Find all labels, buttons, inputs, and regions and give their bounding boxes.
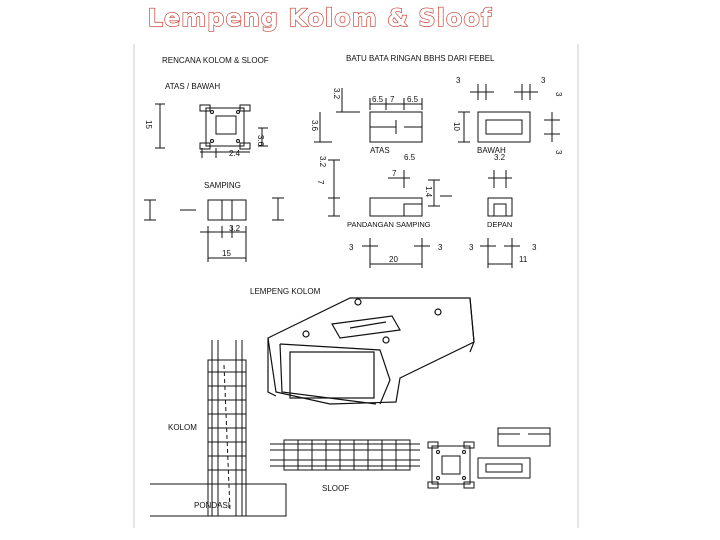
dim-7-vertical: 7: [316, 180, 325, 185]
small-brick-bottom: [477, 457, 531, 479]
dim-3-d: 3: [554, 150, 563, 155]
label-lempeng-kolom: LEMPENG KOLOM: [250, 287, 321, 296]
dim-3-c: 3: [554, 92, 563, 97]
plan-top-view: [155, 103, 268, 158]
brick-depan-view: [480, 170, 520, 268]
label-atas: ATAS: [370, 146, 390, 155]
dim-7-a: 7: [390, 95, 395, 104]
lempeng-3d-block: [267, 297, 475, 405]
dim-20: 20: [389, 255, 398, 264]
pondasi-base: [150, 483, 287, 517]
dim-6-5-side: 6.5: [404, 153, 416, 162]
label-kolom: KOLOM: [168, 423, 197, 432]
dim-3-e: 3: [349, 243, 354, 252]
label-rencana: RENCANA KOLOM & SLOOF: [162, 56, 269, 65]
dim-3-h: 3: [532, 243, 537, 252]
dim-3-2-depan: 3.2: [494, 153, 506, 162]
dim-3-g: 3: [469, 243, 474, 252]
dim-1-4: 1.4: [424, 186, 433, 198]
dim-15-bottom: 15: [222, 249, 231, 258]
label-pandangan-samping: PANDANGAN SAMPING: [347, 220, 431, 229]
kolom-reinforcement: [207, 340, 247, 517]
dim-2-4: 2.4: [229, 149, 241, 158]
brick-pandangan-samping: [328, 159, 452, 268]
label-batu-bata: BATU BATA RINGAN BBHS DARI FEBEL: [346, 54, 495, 63]
dim-3-6-brick: 3.6: [310, 120, 319, 132]
label-depan: DEPAN: [487, 220, 512, 229]
label-pondasi: PONDASI: [194, 501, 230, 510]
dim-3-a: 3: [456, 76, 461, 85]
dim-6-5-b: 6.5: [407, 95, 419, 104]
dim-3-6-small: 3.6: [256, 135, 265, 147]
small-brick-top: [497, 427, 551, 447]
sloof-reinforcement: [270, 439, 420, 471]
brick-bawah-view: [458, 84, 560, 143]
dim-3-f: 3: [438, 243, 443, 252]
label-samping: SAMPING: [204, 181, 241, 190]
label-sloof: SLOOF: [322, 484, 349, 493]
dim-3-2: 3.2: [229, 224, 241, 233]
dim-7-side: 7: [392, 169, 397, 178]
label-bawah: BAWAH: [477, 146, 506, 155]
dim-11: 11: [519, 255, 528, 264]
dim-3-b: 3: [541, 76, 546, 85]
dim-6-5-a: 6.5: [372, 95, 384, 104]
small-lempeng-plan: [427, 441, 475, 489]
plan-side-view: [144, 197, 284, 262]
page-title: Lempeng Kolom & Sloof: [147, 3, 493, 32]
dim-15-left: 15: [144, 120, 153, 129]
dim-3-2-top: 3.2: [332, 88, 341, 100]
dim-10: 10: [452, 122, 461, 131]
dim-3-2-side: 3.2: [318, 156, 327, 168]
label-atas-bawah: ATAS / BAWAH: [165, 82, 220, 91]
brick-atas-view: [314, 88, 423, 143]
